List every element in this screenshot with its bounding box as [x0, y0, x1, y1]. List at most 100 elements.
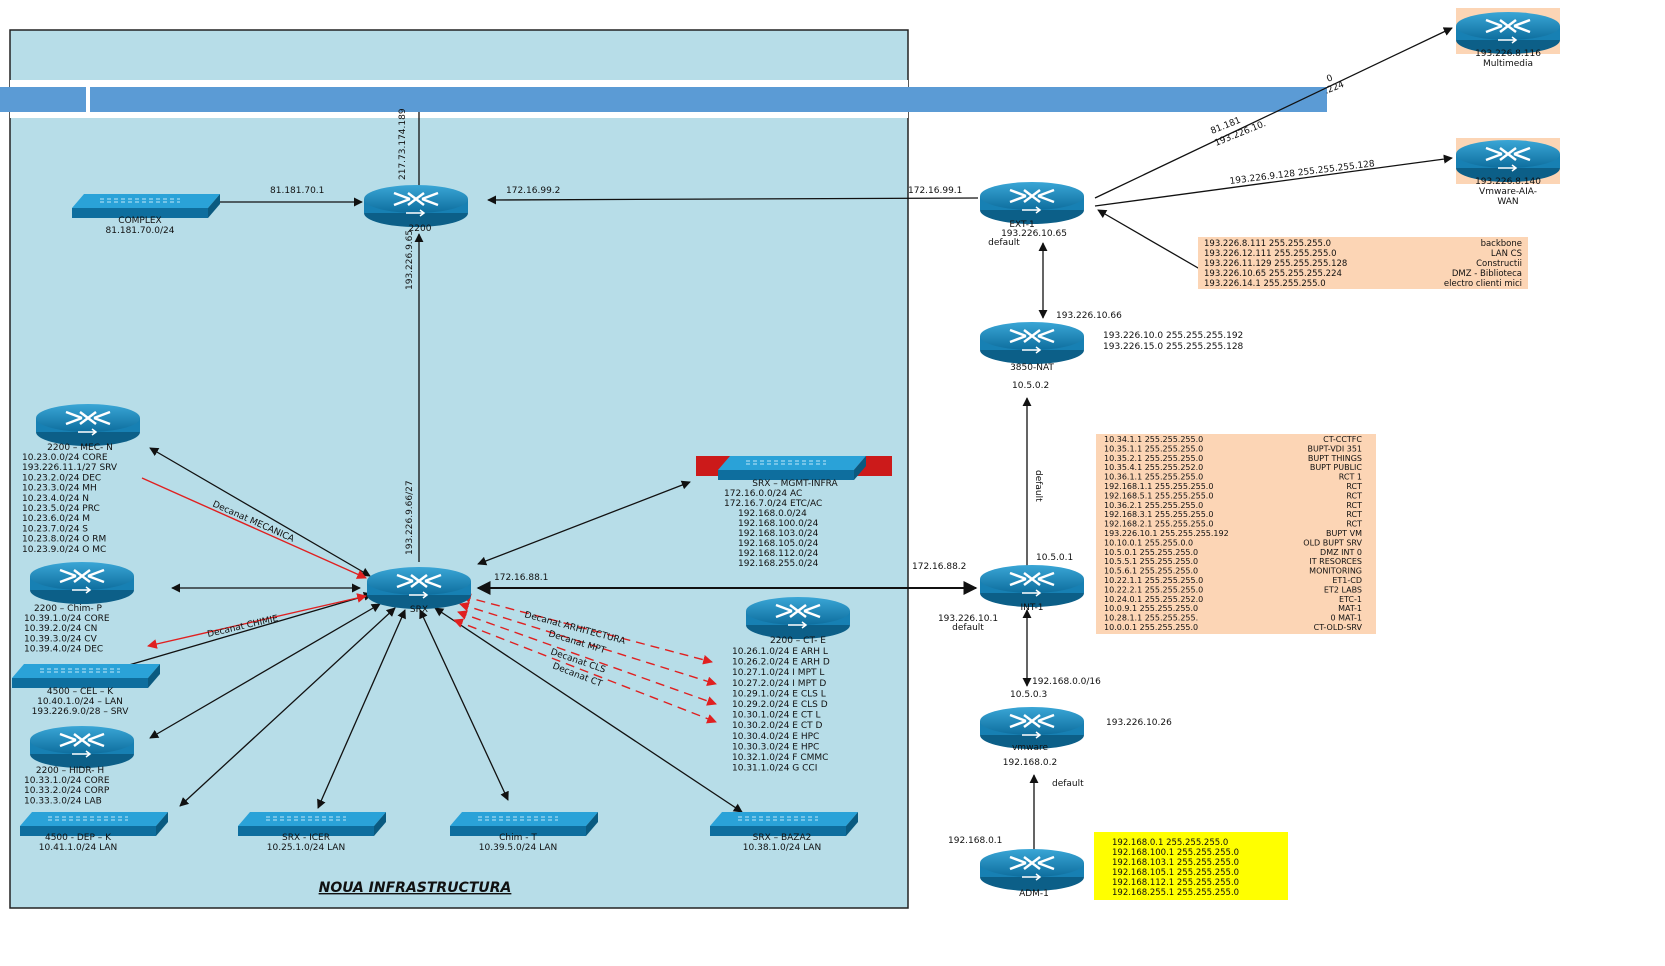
svg-text:vmware: vmware: [1012, 743, 1048, 753]
switch-chim-t: Chim - T 10.39.5.0/24 LAN: [449, 811, 599, 853]
svg-text:COMPLEX: COMPLEX: [118, 216, 161, 226]
ct-subnet: 10.29.1.0/24 E CLS L: [732, 689, 826, 699]
svg-text:SRX – BAZA2: SRX – BAZA2: [753, 833, 812, 843]
route-label: RCT: [1346, 501, 1362, 510]
switch-complex: COMPLEX 81.181.70.0/24: [71, 193, 221, 236]
svg-text:2200 – CT- E: 2200 – CT- E: [770, 636, 826, 646]
adm-route: 192.168.0.1 255.255.255.0: [1112, 838, 1228, 848]
router-vmware: vmware 192.168.0.2: [978, 705, 1086, 768]
header-band: [0, 87, 1327, 112]
mgmt-subnet: 172.16.0.0/24 AC: [724, 489, 802, 499]
chim-subnet: 10.39.3.0/24 CV: [24, 634, 98, 644]
route-label: CT-CCTFC: [1323, 435, 1362, 444]
router-mec: 2200 – MEC- N 10.23.0.0/24 CORE193.226.1…: [22, 402, 142, 555]
route-label: CT-OLD-SRV: [1314, 623, 1363, 632]
route-label: DMZ - Biblioteca: [1452, 269, 1522, 279]
svg-text:10.25.1.0/24 LAN: 10.25.1.0/24 LAN: [267, 843, 345, 853]
router-ct: 2200 – CT- E 10.26.1.0/24 E ARH L10.26.2…: [732, 595, 852, 774]
route-label: IT RESORCES: [1309, 557, 1362, 566]
route-net: 192.168.2.1 255.255.255.0: [1104, 520, 1213, 529]
router-ext-1: EXT-1 193.226.10.65 default: [978, 180, 1086, 248]
route-net: 10.35.4.1 255.255.252.0: [1104, 463, 1203, 472]
mgmt-yellow-subnet: 192.168.105.0/24: [738, 539, 819, 549]
svg-text:ADM-1: ADM-1: [1019, 889, 1049, 899]
svg-text:SRX: SRX: [410, 605, 428, 615]
label-172-16-99-1: 172.16.99.1: [908, 186, 962, 196]
label-192-168-0-0-16: 192.168.0.0/16: [1032, 677, 1101, 687]
svg-text:193.226.8.116: 193.226.8.116: [1475, 49, 1541, 59]
mgmt-yellow-subnet: 192.168.255.0/24: [738, 559, 819, 569]
mec-subnet: 10.23.8.0/24 O RM: [22, 535, 106, 545]
router-adm-1: ADM-1: [978, 847, 1086, 899]
mec-subnet: 10.23.4.0/24 N: [22, 494, 89, 504]
label-mm-c: .224: [1323, 80, 1346, 97]
switch-dep: 4500 - DEP – K 10.41.1.0/24 LAN: [19, 811, 169, 853]
route-label: RCT: [1346, 482, 1362, 491]
ct-subnet: 10.30.4.0/24 E HPC: [732, 732, 819, 742]
mec-subnet: 10.23.6.0/24 M: [22, 514, 90, 524]
label-172-16-99-2: 172.16.99.2: [506, 186, 560, 196]
router-multimedia: 193.226.8.116 Multimedia: [1454, 8, 1562, 69]
mec-subnet: 193.226.11.1/27 SRV: [22, 463, 118, 473]
route-net: 192.168.5.1 255.255.255.0: [1104, 491, 1213, 500]
svg-text:default: default: [952, 623, 984, 633]
route-net: 193.226.11.129 255.255.255.128: [1204, 259, 1347, 269]
router-hidr: 2200 – HIDR- H 10.33.1.0/24 CORE10.33.2.…: [24, 724, 136, 806]
adm-route: 192.168.255.1 255.255.255.0: [1112, 888, 1239, 898]
label-193-226-10-66: 193.226.10.66: [1056, 311, 1122, 321]
area-title: NOUA INFRASTRUCTURA: [319, 880, 512, 896]
label-192-168-0-1: 192.168.0.1: [948, 836, 1002, 846]
mec-subnet: 10.23.9.0/24 O MC: [22, 545, 106, 555]
nat-routes: 193.226.10.0 255.255.255.192193.226.15.0…: [1103, 331, 1244, 352]
ct-subnet: 10.30.3.0/24 E HPC: [732, 742, 819, 752]
route-net: 192.168.3.1 255.255.255.0: [1104, 510, 1213, 519]
route-label: BUPT PUBLIC: [1310, 463, 1363, 472]
label-default-vm: default: [1052, 779, 1084, 789]
route-label: RCT 1: [1339, 473, 1362, 482]
route-net: 10.36.2.1 255.255.255.0: [1104, 501, 1203, 510]
svg-text:INT-1: INT-1: [1020, 603, 1043, 613]
route-label: OLD BUPT SRV: [1303, 538, 1362, 547]
svg-text:4500 - DEP – K: 4500 - DEP – K: [45, 833, 112, 843]
router-int-1: INT-1 193.226.10.1 default: [938, 563, 1086, 633]
adm-route: 192.168.103.1 255.255.255.0: [1112, 858, 1239, 868]
label-wan: 193.226.9.128 255.255.255.128: [1229, 159, 1375, 187]
ct-subnet: 10.27.1.0/24 I MPT L: [732, 668, 824, 678]
route-net: 193.226.10.65 255.255.255.224: [1204, 269, 1342, 279]
route-label: BUPT-VDI 351: [1307, 444, 1362, 453]
switch-cel: 4500 – CEL – K 10.40.1.0/24 – LAN193.226…: [11, 663, 161, 717]
svg-text:2200 – Chim- P: 2200 – Chim- P: [34, 604, 102, 614]
route-label: MAT-1: [1338, 604, 1362, 613]
chim-subnet: 10.39.4.0/24 DEC: [24, 645, 103, 655]
router-srx: SRX: [365, 565, 473, 615]
mec-subnet: 10.23.2.0/24 DEC: [22, 473, 101, 483]
route-net: 10.0.0.1 255.255.255.0: [1104, 623, 1198, 632]
route-label: RCT: [1346, 520, 1362, 529]
chim-subnet: 10.39.2.0/24 CN: [24, 624, 97, 634]
label-217: 217.73.174.189: [398, 108, 408, 180]
route-net: 193.226.14.1 255.255.255.0: [1204, 279, 1326, 289]
svg-text:2200: 2200: [409, 224, 432, 234]
svg-text:WAN: WAN: [1497, 197, 1518, 207]
ct-subnet: 10.32.1.0/24 F CMMC: [732, 753, 828, 763]
route-net: 10.34.1.1 255.255.255.0: [1104, 435, 1203, 444]
route-label: RCT: [1346, 510, 1362, 519]
label-mm-d: 0: [1325, 73, 1334, 85]
hidr-subnet: 10.33.3.0/24 LAB: [24, 796, 102, 806]
label-default-int: default: [1033, 470, 1043, 502]
svg-text:10.39.5.0/24 LAN: 10.39.5.0/24 LAN: [479, 843, 557, 853]
ct-subnet: 10.29.2.0/24 E CLS D: [732, 700, 828, 710]
route-net: 193.226.8.111 255.255.255.0: [1204, 239, 1331, 249]
svg-text:193.226.10.65: 193.226.10.65: [1001, 229, 1067, 239]
svg-text:2200 – HIDR- H: 2200 – HIDR- H: [36, 766, 104, 776]
svg-text:Vmware-AIA-: Vmware-AIA-: [1479, 187, 1537, 197]
route-net: 10.28.1.1 255.255.255.: [1104, 614, 1198, 623]
route-net: 10.35.2.1 255.255.255.0: [1104, 454, 1203, 463]
ct-subnet: 10.26.1.0/24 E ARH L: [732, 647, 828, 657]
svg-text:Multimedia: Multimedia: [1483, 59, 1533, 69]
mgmt-yellow-subnet: 192.168.0.0/24: [738, 509, 807, 519]
ct-subnet: 10.26.2.0/24 E ARH D: [732, 658, 830, 668]
cel-subnet: 10.40.1.0/24 – LAN: [37, 697, 123, 707]
ct-subnet: 10.30.2.0/24 E CT D: [732, 721, 822, 731]
